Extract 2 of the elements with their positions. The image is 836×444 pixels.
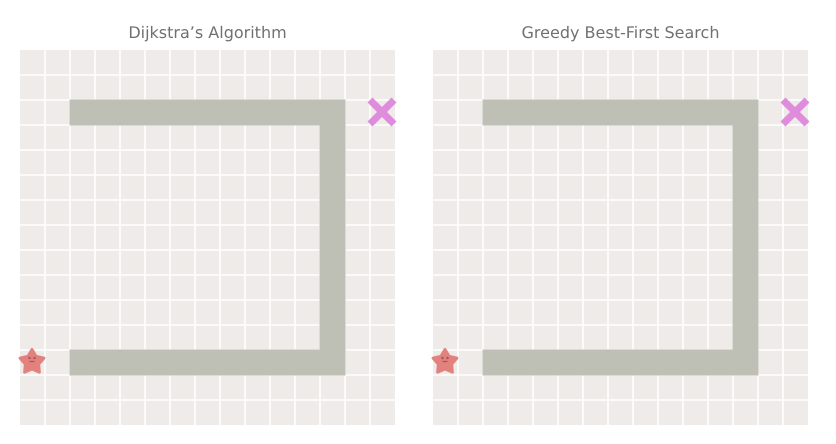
- panel-title: Dijkstra’s Algorithm: [128, 22, 287, 44]
- panel-title: Greedy Best-First Search: [522, 22, 720, 44]
